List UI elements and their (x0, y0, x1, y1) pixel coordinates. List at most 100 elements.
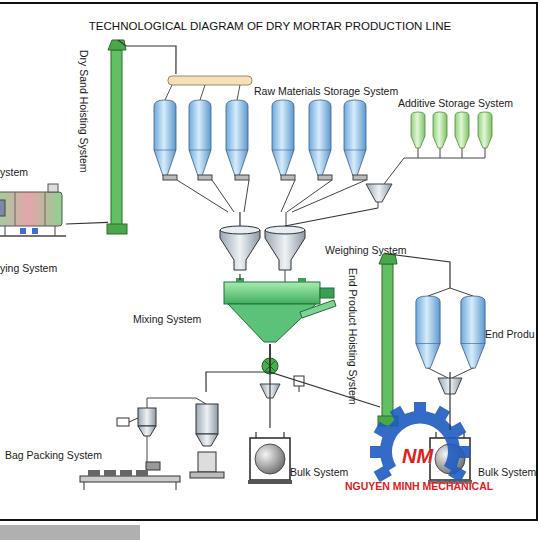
system-label: Dry Sand Hoisting System (78, 50, 90, 173)
logo-gear-part (380, 411, 460, 472)
additive-silos (366, 112, 492, 208)
system-label: Mixing System (133, 313, 201, 325)
system-label: ying System (0, 262, 57, 274)
system-node: Bag Packing System (112, 392, 230, 490)
drying-drum-part (32, 228, 38, 234)
pipe-connector (118, 40, 176, 74)
raw-material-silos-part (235, 175, 249, 180)
weighing-hoppers-part (265, 230, 305, 270)
bag-packing-machine-part (104, 470, 116, 476)
end-product-silos-part (452, 368, 473, 378)
raw-material-silos-part (281, 175, 295, 180)
bag-packing-machine-part (196, 434, 218, 446)
system-node: End Produ (412, 288, 488, 372)
additive-silos-part (404, 158, 485, 159)
bag-packing-machine-part (120, 470, 132, 476)
system-label: Bag Packing System (5, 449, 102, 461)
pipe-connector (239, 212, 240, 226)
additive-silos-part (384, 158, 404, 184)
mixer-part (224, 282, 320, 304)
system-label: End Produ (485, 328, 535, 340)
pipe-connector (388, 254, 450, 288)
mixer-part (320, 288, 334, 298)
raw-material-silos-part (318, 175, 332, 180)
bag-packing-machine-part (88, 470, 100, 476)
bulk-station (248, 432, 292, 484)
diagram-title: TECHNOLOGICAL DIAGRAM OF DRY MORTAR PROD… (0, 20, 540, 33)
raw-material-silos-part (189, 100, 211, 176)
end-product-elevator-part (382, 264, 393, 420)
drying-drum-part (45, 192, 46, 226)
logo-gear (370, 402, 470, 482)
bucket-elevator (107, 40, 127, 234)
drying-drum-part (0, 235, 66, 237)
bag-packing-machine-part (138, 426, 156, 436)
raw-material-silos-part (344, 100, 366, 176)
raw-material-silos-part (353, 175, 367, 180)
additive-silos-part (462, 148, 463, 158)
bag-packing-machine-part (147, 398, 206, 408)
discharge-valve-part (299, 386, 300, 392)
bag-packing-machine-part (146, 462, 160, 470)
system-node: End Product Hoisting System (380, 254, 396, 424)
bucket-elevator-part (107, 224, 127, 234)
bag-packing-machine-part (138, 408, 156, 426)
system-label: End Product Hoisting System (347, 268, 359, 405)
raw-material-silos-part (212, 180, 234, 212)
screw-conveyor-part (237, 85, 240, 100)
cut-label: ystem (0, 166, 28, 178)
pipe-connector (449, 372, 450, 430)
additive-silos-part (485, 148, 486, 158)
end-product-silos-part (428, 288, 450, 296)
drying-drum (0, 184, 66, 236)
end-product-silos-part (461, 296, 485, 368)
system-label: Bulk System (478, 466, 536, 478)
system-label: Bulk System (290, 466, 348, 478)
raw-material-silos-part (244, 180, 249, 212)
additive-silos-part (411, 112, 425, 148)
weighing-hoppers-part (220, 230, 260, 270)
additive-silos-part (418, 148, 419, 158)
pipe-connector (66, 222, 108, 224)
raw-material-silos-part (163, 175, 177, 180)
screw-conveyor-part (165, 85, 172, 100)
additive-silos-part (366, 184, 392, 202)
pipe-connector (270, 344, 380, 407)
discharge-valve (260, 358, 304, 398)
bag-packing-machine-part (196, 404, 218, 434)
bucket-elevator-part (111, 50, 122, 226)
mixer-part (228, 304, 316, 342)
drying-drum-part (55, 226, 56, 236)
system-label: Additive Storage System (398, 97, 513, 109)
additive-silos-part (378, 202, 379, 208)
weighing-hoppers (220, 226, 305, 282)
drying-drum-part (15, 192, 16, 226)
additive-silos-part (440, 148, 441, 158)
system-node: Mixing System (222, 280, 336, 344)
pipe-connector (239, 274, 240, 280)
bag-packing-machine-part (80, 476, 180, 482)
screw-conveyor-part (168, 76, 252, 85)
bag-packing-machine-part (190, 472, 224, 478)
system-node: Bulk System (248, 428, 292, 490)
drying-drum-part (48, 184, 58, 192)
weighing-hoppers-part (285, 270, 286, 282)
raw-material-silos-part (309, 100, 331, 176)
pipe-connector (285, 208, 378, 226)
logo-mark: NM (402, 445, 433, 468)
drying-drum-part (5, 226, 6, 236)
bucket-elevator-part (108, 40, 126, 50)
watermark: NGUYEN MINH MECHANICAL (345, 480, 493, 492)
system-label: Raw Materials Storage System (254, 85, 398, 97)
screw-conveyor-part (200, 85, 205, 100)
end-product-silos-part (416, 296, 440, 368)
raw-material-silos-part (287, 180, 332, 212)
raw-material-silos-part (154, 100, 176, 176)
drying-drum-part (0, 192, 62, 226)
raw-material-silos-part (272, 100, 294, 176)
mixer (224, 278, 336, 342)
system-label: Weighing System (325, 244, 407, 256)
bag-packing-machine-part (129, 418, 138, 422)
bag-packing-machine-part (147, 436, 148, 462)
